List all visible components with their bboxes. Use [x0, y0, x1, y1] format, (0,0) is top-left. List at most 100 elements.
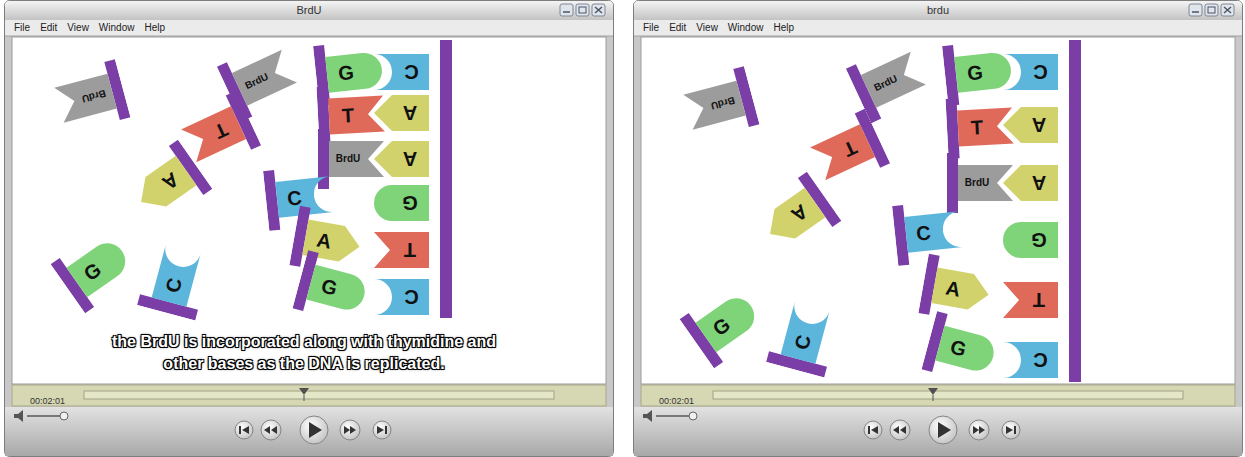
nucleotide-block: C [364, 262, 440, 332]
base-shape [181, 107, 246, 163]
base-shape [131, 156, 197, 217]
nucleotide-block: C [132, 230, 219, 322]
base-letter: G [1020, 222, 1058, 258]
time-box: 00:02:01 [659, 390, 694, 408]
menu-item: View [67, 22, 89, 34]
menu-item: View [696, 22, 718, 34]
nucleotide-block: A [993, 148, 1069, 218]
subtitle-caption: the BrdU is incorporated along with thym… [96, 331, 512, 375]
base-shape [152, 244, 201, 306]
base-letter: A [391, 95, 429, 131]
base-shape [374, 141, 429, 177]
nucleotide-block: A [364, 78, 440, 148]
menu-row: File Edit View Window Help [14, 22, 165, 34]
player-window-frame [5, 1, 614, 457]
nucleotide-block: G [677, 272, 779, 373]
base-letter: BrdU [329, 141, 367, 177]
base-shape [54, 73, 116, 122]
base-letter: T [1020, 282, 1058, 318]
nucleotide-block: G [993, 205, 1069, 275]
base-shape [696, 291, 762, 352]
backbone-bar [945, 98, 959, 158]
nucleotide-block: A [993, 90, 1069, 160]
nucleotide-block: C [993, 37, 1069, 107]
nucleotide-shape [364, 215, 440, 285]
player-window-frame [634, 1, 1243, 457]
base-shape [374, 279, 429, 315]
base-letter: T [328, 96, 368, 134]
nucleotide-shape [993, 148, 1069, 218]
nucleotide-block: C [993, 325, 1069, 395]
nucleotide-shape [993, 90, 1069, 160]
menu-item: Window [728, 22, 764, 34]
menu-item: Edit [669, 22, 686, 34]
base-shape [1003, 342, 1058, 378]
base-shape [374, 54, 429, 90]
nucleotide-block: G [48, 217, 150, 318]
base-letter: G [325, 53, 367, 93]
base-letter: A [1020, 165, 1058, 201]
base-shape [810, 124, 875, 180]
base-shape [954, 51, 1012, 93]
base-letter: BrdU [958, 165, 996, 201]
base-letter: G [391, 185, 429, 221]
nucleotide-shape [993, 325, 1069, 395]
nucleotide-block: A [742, 168, 844, 269]
base-letter: C [394, 54, 429, 90]
nucleotide-shape [364, 78, 440, 148]
nucleotide-block: BrdU [669, 61, 761, 148]
base-letter: T [391, 232, 429, 268]
menu-row: FileEditViewWindowHelp [643, 22, 794, 34]
base-shape [1003, 165, 1058, 201]
player-window: BrdUBrdUBrdUGCTTAABrdUACGATGCGCFileEditV… [4, 0, 614, 457]
nucleotide-shape [364, 168, 440, 238]
base-letter: T [957, 108, 997, 146]
nucleotide-shape [364, 262, 440, 332]
nucleotide-shape [364, 124, 440, 194]
nucleotide-block: A [917, 249, 1004, 331]
window-title: BrdU [4, 4, 614, 17]
base-shape [374, 185, 429, 221]
base-letter: G [954, 53, 996, 93]
base-shape [1003, 222, 1058, 258]
base-shape [1003, 107, 1058, 143]
time-box: 00:02:01 [30, 390, 65, 408]
base-shape [67, 236, 133, 297]
base-shape [931, 268, 991, 313]
nucleotide-block: G [291, 245, 383, 332]
base-letter: A [1020, 107, 1058, 143]
base-letter: C [904, 213, 943, 252]
base-shape [232, 50, 297, 106]
nucleotide-block: C [761, 287, 848, 379]
base-letter: A [931, 268, 975, 310]
base-shape [904, 211, 962, 253]
menu-item: File [14, 22, 30, 34]
menu-item: Window [99, 22, 135, 34]
template-strand [440, 40, 452, 318]
window-title: brdu [633, 4, 1243, 17]
nucleotide-shape [993, 37, 1069, 107]
base-shape [374, 95, 429, 131]
nucleotide-shape [993, 205, 1069, 275]
base-shape [683, 81, 745, 130]
base-shape [1003, 282, 1058, 318]
nucleotide-shape [993, 265, 1069, 335]
base-shape [306, 264, 368, 313]
nucleotide-block: G [920, 306, 1012, 393]
base-shape [861, 52, 926, 108]
subtitle-box: the BrdU is incorporated along with thym… [96, 331, 512, 375]
menu-item: Help [144, 22, 165, 34]
base-shape [374, 232, 429, 268]
nucleotide-block: G [364, 168, 440, 238]
menu-item: File [643, 22, 659, 34]
base-letter: A [391, 141, 429, 177]
base-shape [760, 188, 826, 249]
menu-item: Edit [40, 22, 57, 34]
nucleotide-block: A [364, 124, 440, 194]
base-shape [935, 326, 997, 375]
nucleotide-block: T [364, 215, 440, 285]
nucleotide-block: T [993, 265, 1069, 335]
